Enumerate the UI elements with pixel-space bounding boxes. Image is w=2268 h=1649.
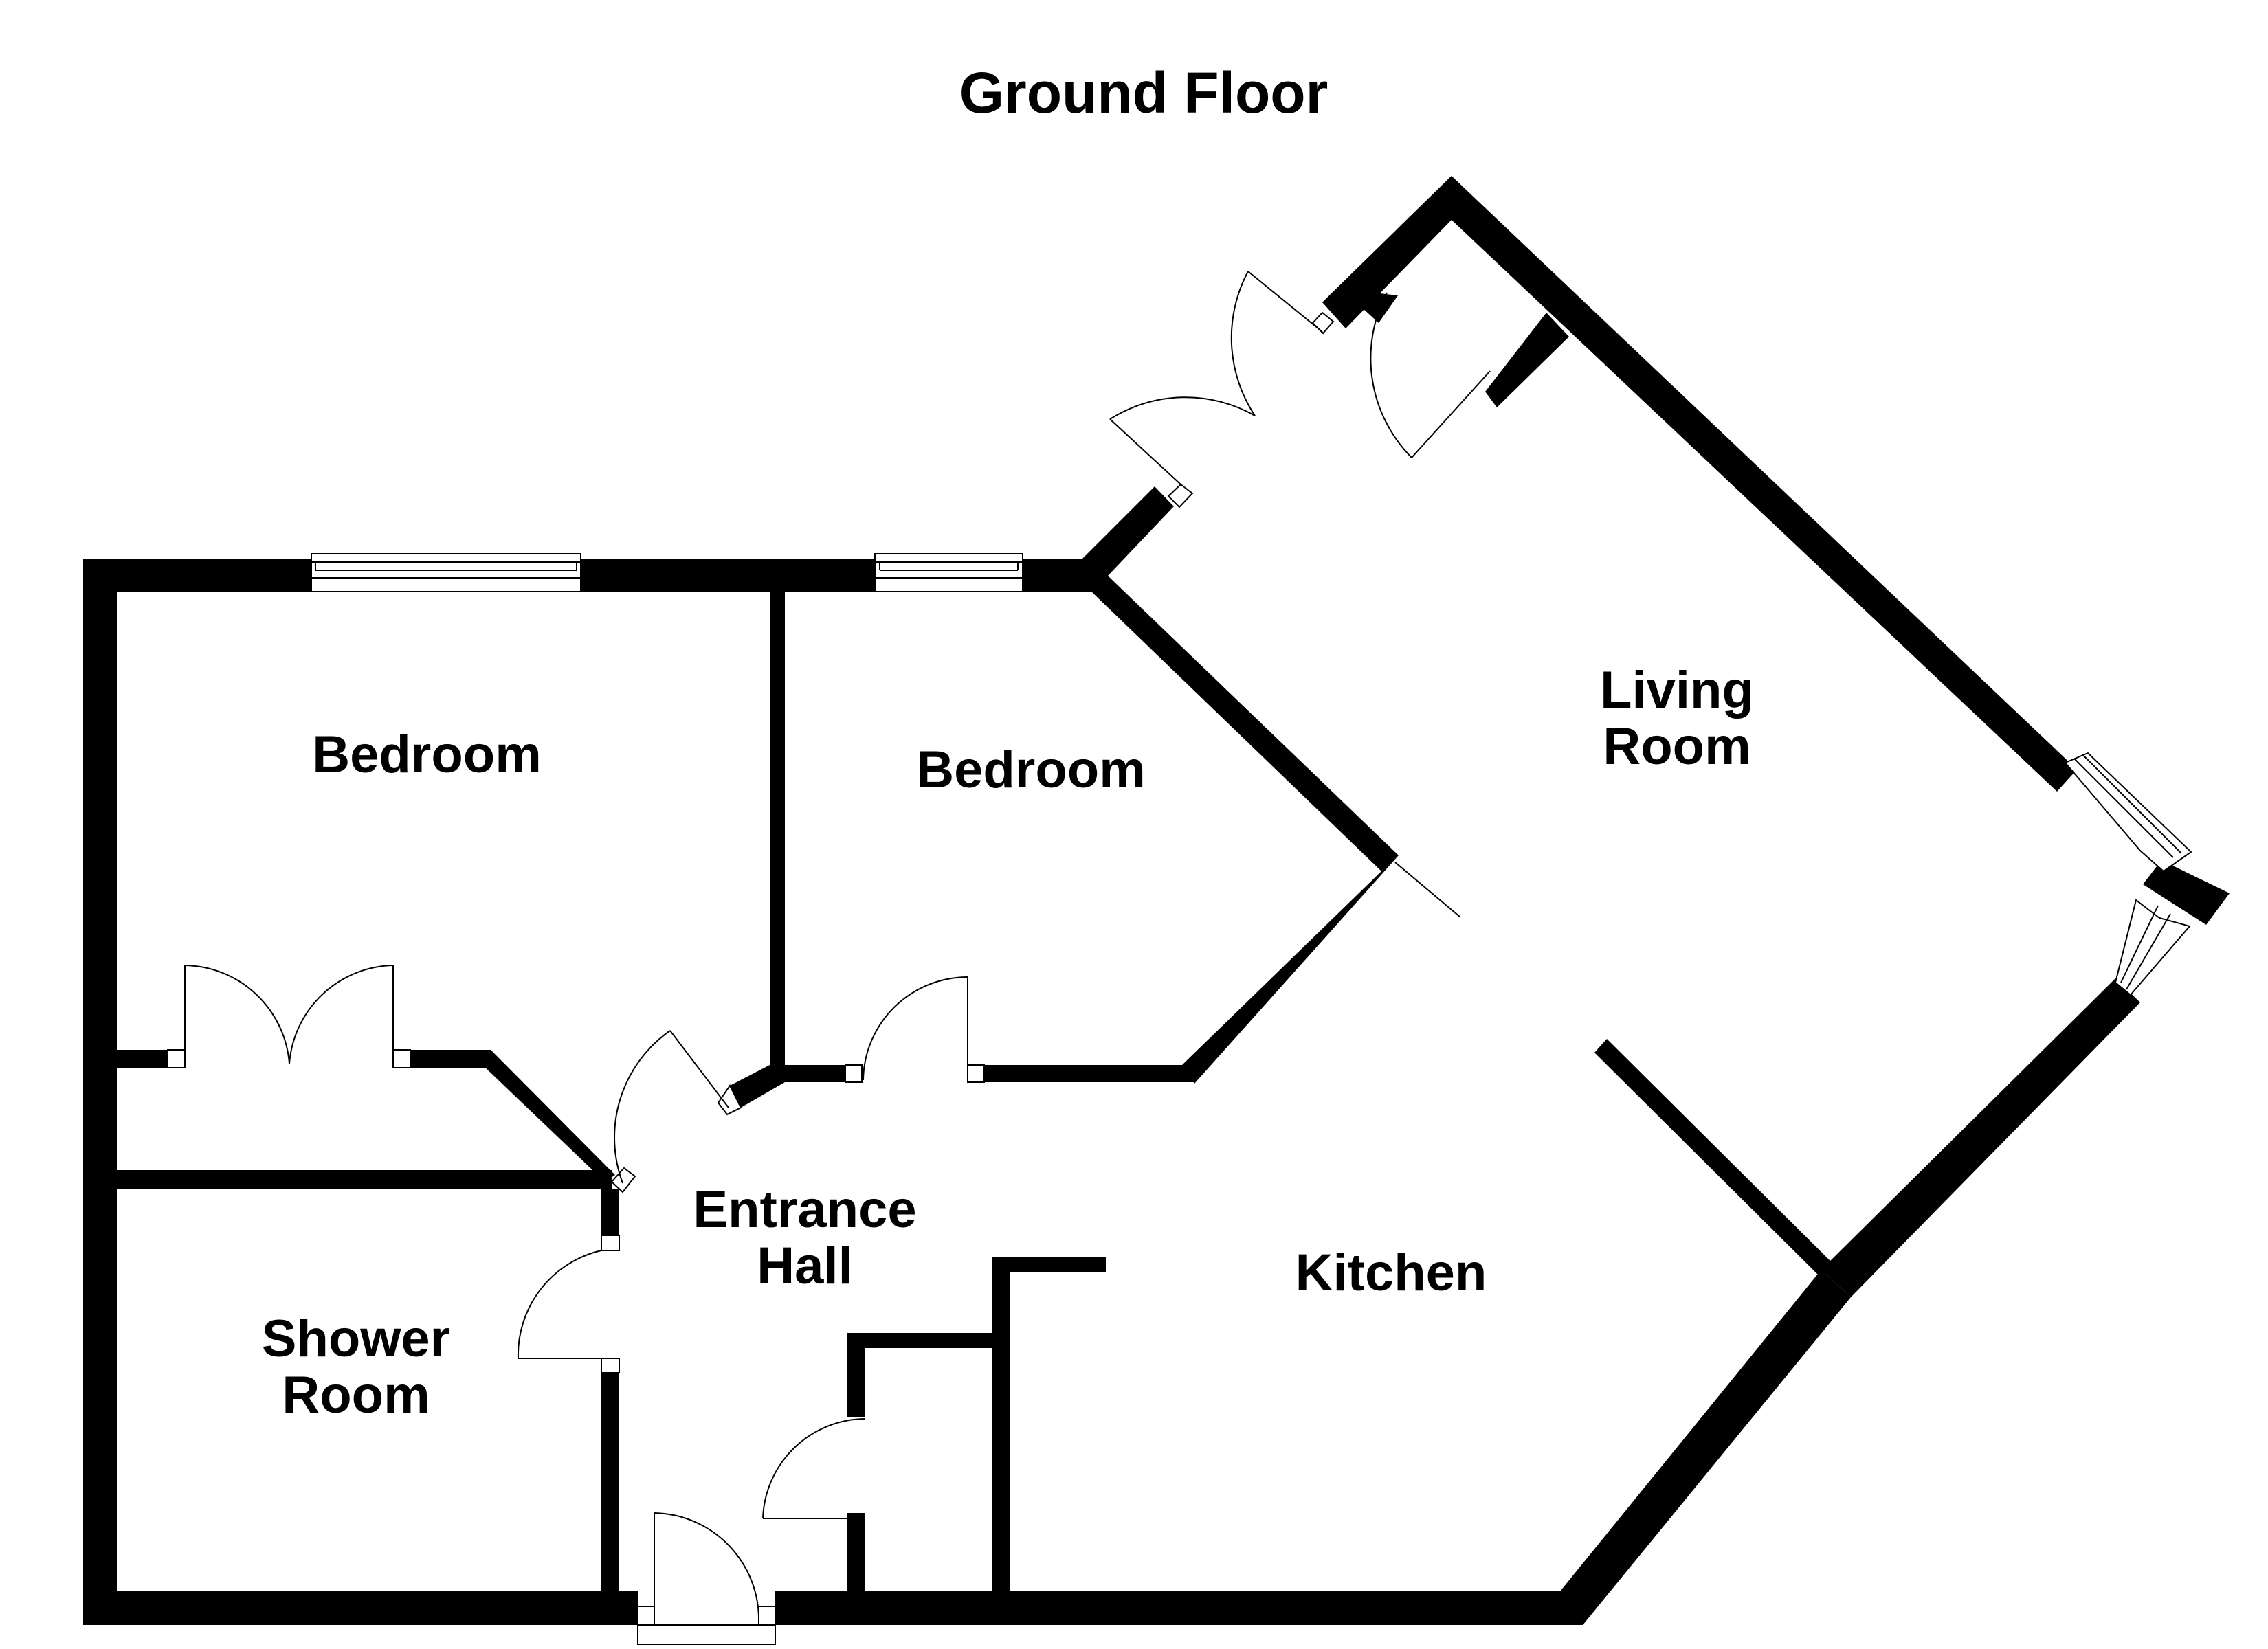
floor-title: Ground Floor	[959, 60, 1328, 125]
room-label-bedroom-1: Bedroom	[312, 726, 542, 784]
window-bedroom-1	[311, 553, 581, 592]
room-label-bedroom-2: Bedroom	[916, 741, 1146, 799]
room-labels: Bedroom Bedroom Living Room Entrance Hal…	[262, 661, 1754, 1424]
balcony-door-right[interactable]	[1370, 292, 1491, 458]
doors	[167, 271, 1491, 1645]
bedroom-1-door[interactable]	[610, 1030, 742, 1193]
cupboard-door[interactable]	[762, 1418, 866, 1519]
bedroom-2-door[interactable]	[845, 976, 985, 1083]
room-label-shower-line1: Shower	[262, 1310, 451, 1368]
exterior-walls	[83, 176, 2230, 1625]
room-label-kitchen: Kitchen	[1296, 1244, 1487, 1302]
room-label-living-line2: Room	[1603, 717, 1750, 776]
balcony-door-left[interactable]	[1109, 271, 1335, 508]
interior-walls	[117, 576, 1832, 1591]
window-bedroom-2	[874, 553, 1023, 592]
room-label-hall-line1: Entrance	[693, 1180, 916, 1239]
room-label-hall-line2: Hall	[757, 1237, 852, 1295]
room-label-shower-line2: Room	[282, 1366, 430, 1424]
room-label-living-line1: Living	[1600, 661, 1754, 719]
wardrobe-door[interactable]	[167, 965, 411, 1068]
shower-room-door[interactable]	[517, 1235, 620, 1373]
bedroom-2-living-opening	[1394, 862, 1461, 918]
window-living-upper	[2064, 752, 2192, 873]
entrance-door[interactable]	[637, 1512, 776, 1645]
window-living-lower	[2114, 899, 2191, 996]
